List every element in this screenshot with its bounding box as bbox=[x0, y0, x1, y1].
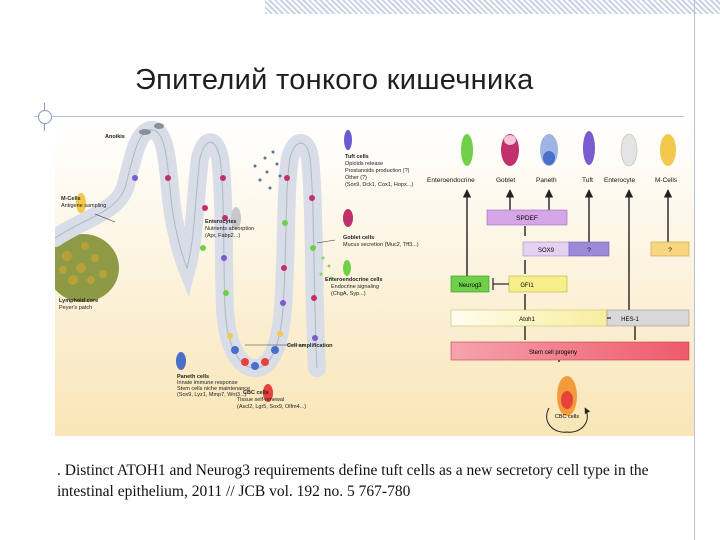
atoh1-label: Atoh1 bbox=[519, 317, 535, 323]
label-enterocytes: Enterocytes bbox=[205, 219, 237, 225]
hes1-label: HES-1 bbox=[621, 317, 639, 323]
label-enteroendocrine: Enteroendocrine cells bbox=[325, 277, 382, 283]
m-cell bbox=[660, 134, 676, 166]
label-tuft-sub4: (Sox9, Dck1, Cox1, Hopx...) bbox=[345, 182, 413, 188]
cbc-cell-icon bbox=[263, 384, 273, 402]
label-tuft-sub1: Opioids release bbox=[345, 161, 383, 167]
progeny-box bbox=[450, 341, 690, 361]
hes1-box bbox=[606, 309, 690, 327]
enteroendocrine-cell bbox=[461, 134, 473, 166]
label-enteroendocrine-sub1: Endocrine signaling bbox=[331, 284, 379, 290]
figure-svg: Anoikis M-Cells Antigene sampling Lympho… bbox=[55, 121, 690, 433]
q2-label: ? bbox=[668, 247, 672, 254]
gfi1-box bbox=[508, 275, 568, 293]
goblet-cell-icon bbox=[343, 209, 353, 227]
self-renewal-arrow bbox=[546, 407, 591, 433]
label-anoikis: Anoikis bbox=[105, 134, 125, 140]
lineage-diagram: Enteroendocrine Goblet Paneth Tuft Enter… bbox=[427, 131, 690, 433]
neurog3-box bbox=[450, 275, 490, 293]
label-m-cells-sub: Antigene sampling bbox=[61, 203, 106, 209]
label-enterocytes-sub1: Nutrients absorption bbox=[205, 226, 254, 232]
celltype-5: M-Cells bbox=[655, 177, 678, 184]
q2-box bbox=[650, 241, 690, 257]
figure-caption: . Distinct ATOH1 and Neurog3 requirement… bbox=[57, 462, 649, 500]
epithelial-cells bbox=[132, 175, 318, 341]
paneth-cell-icon bbox=[176, 352, 186, 370]
decorative-vertical-line bbox=[694, 0, 695, 540]
label-paneth: Paneth cells bbox=[177, 374, 209, 380]
intestinal-epithelium-figure: Anoikis M-Cells Antigene sampling Lympho… bbox=[55, 118, 694, 436]
enteroendocrine-cell-icon bbox=[343, 260, 351, 276]
label-amplification: Cell amplification bbox=[287, 343, 333, 349]
villus-crypt-illustration: Anoikis M-Cells Antigene sampling Lympho… bbox=[55, 121, 419, 410]
label-tuft-sub2: Prostanoids production (?) bbox=[345, 168, 410, 174]
lineage-lines bbox=[524, 226, 636, 362]
paneth-granules bbox=[543, 151, 555, 165]
label-goblet-sub: Mucus secretion (Muc2, Tff3...) bbox=[343, 242, 419, 248]
tuft-cell bbox=[583, 131, 595, 165]
label-goblet: Goblet cells bbox=[343, 235, 374, 241]
label-leader-lines bbox=[94, 213, 336, 346]
enterocyte-cell-icon bbox=[231, 207, 241, 229]
label-cbc-sub2: (Ascl2, Lgr5, Sox9, Olfm4...) bbox=[237, 404, 306, 410]
label-paneth-sub1: Innate immune response bbox=[177, 380, 238, 386]
label-tuft: Tuft cells bbox=[345, 154, 369, 160]
cbc-nucleus bbox=[561, 391, 573, 409]
goblet-granules bbox=[504, 135, 516, 145]
crypt-base-cells bbox=[227, 331, 283, 370]
secretion-particles bbox=[253, 150, 282, 190]
q1-label: ? bbox=[587, 247, 591, 254]
label-lymphoid: Lymphoid core bbox=[59, 298, 98, 304]
label-paneth-sub3: (Sox9, Lyz1, Mmp7, Wnt3...) bbox=[177, 392, 247, 398]
label-tuft-sub3: Other (?) bbox=[345, 175, 367, 181]
label-enterocytes-sub2: (Apr, Fabp2...) bbox=[205, 233, 240, 239]
celltype-4: Enterocyte bbox=[604, 177, 635, 184]
m-cell-icon bbox=[76, 193, 86, 213]
cbc-label: CBC cells bbox=[555, 414, 579, 420]
celltype-3: Tuft bbox=[582, 177, 593, 184]
label-m-cells: M-Cells bbox=[61, 196, 81, 202]
celltype-1: Goblet bbox=[496, 177, 515, 184]
celltype-0: Enteroendocrine bbox=[427, 177, 475, 184]
anoikis-cell bbox=[154, 123, 164, 129]
gfi1-label: GFI1 bbox=[520, 283, 534, 289]
enterocyte-cell bbox=[620, 133, 638, 167]
decorative-hatch-band bbox=[265, 0, 720, 14]
lymphoid-cells bbox=[59, 242, 107, 285]
progeny-label: Stem cell progeny bbox=[529, 350, 577, 356]
decorative-horizontal-line bbox=[34, 116, 684, 117]
neurog3-label: Neurog3 bbox=[458, 283, 482, 289]
slide-title: Эпителий тонкого кишечника bbox=[135, 64, 534, 96]
q1-box bbox=[568, 241, 610, 257]
celltype-2: Paneth bbox=[536, 177, 557, 184]
tuft-cell-icon bbox=[344, 130, 352, 150]
spdef-label: SPDEF bbox=[516, 215, 538, 222]
spdef-box bbox=[486, 209, 568, 226]
label-cbc: CBC cells bbox=[243, 390, 269, 396]
endocrine-particles bbox=[319, 256, 333, 280]
sox9-label: SOX9 bbox=[538, 248, 555, 254]
peyers-patch bbox=[55, 234, 119, 302]
anoikis-cell bbox=[139, 129, 151, 135]
label-peyers: Peyer's patch bbox=[59, 305, 92, 311]
inhibition-arrows bbox=[492, 278, 611, 319]
label-enteroendocrine-sub2: (ChgA, Syp...) bbox=[331, 291, 366, 297]
decorative-circle bbox=[38, 110, 52, 124]
label-paneth-sub2: Stem cells niche maintenance bbox=[177, 386, 250, 392]
epithelium-outline bbox=[55, 129, 318, 369]
label-cbc-sub1: Tissue self-renewal bbox=[237, 397, 284, 403]
